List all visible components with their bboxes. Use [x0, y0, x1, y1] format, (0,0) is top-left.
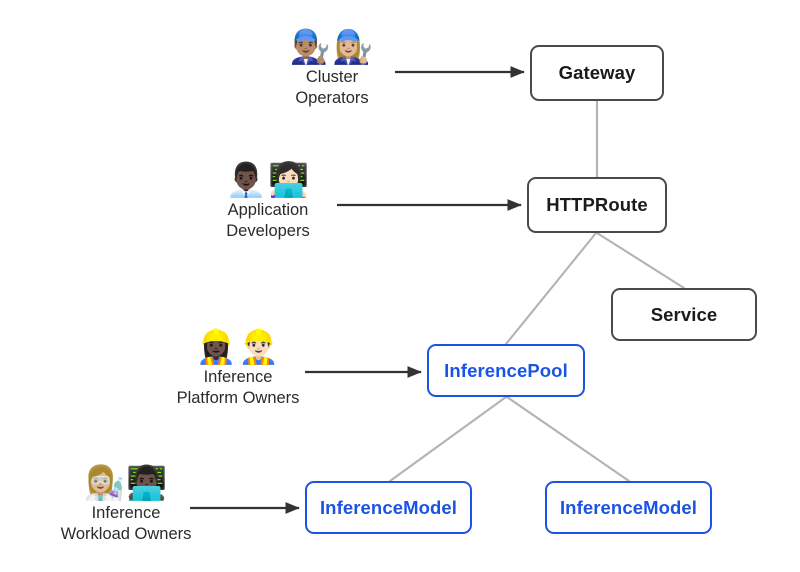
cluster-operators-emoji-pair: 👨🏽‍🔧👩🏼‍🔧 [289, 27, 375, 66]
persona-application-developers: 👨🏿‍💼👩🏻‍💻 Application Developers [158, 160, 378, 242]
inference-workload-owners-emoji-pair: 👩🏼‍🔬👨🏿‍💻 [83, 463, 169, 502]
edge-httproute-inferencepool [504, 231, 598, 346]
inference-platform-owners-emoji-pair: 👷🏿‍♀️👷🏻‍♂️ [195, 327, 281, 366]
node-inferencemodel-1[interactable]: InferenceModel [305, 481, 472, 534]
persona-cluster-operators: 👨🏽‍🔧👩🏼‍🔧 Cluster Operators [222, 27, 442, 109]
persona-inference-workload-owners: 👩🏼‍🔬👨🏿‍💻 Inference Workload Owners [16, 463, 236, 545]
node-gateway[interactable]: Gateway [530, 45, 664, 101]
persona-label-application-developers: Application Developers [226, 200, 310, 240]
edge-httproute-service [595, 231, 686, 290]
node-inferencemodel-2[interactable]: InferenceModel [545, 481, 712, 534]
edge-inferencepool-inferencemodel2 [505, 395, 631, 483]
application-developers-emoji-pair: 👨🏿‍💼👩🏻‍💻 [225, 160, 311, 199]
persona-label-inference-workload-owners: Inference Workload Owners [60, 503, 192, 543]
node-service[interactable]: Service [611, 288, 757, 341]
edge-inferencepool-inferencemodel1 [388, 395, 508, 483]
node-inferencepool[interactable]: InferencePool [427, 344, 585, 397]
persona-inference-platform-owners: 👷🏿‍♀️👷🏻‍♂️ Inference Platform Owners [128, 327, 348, 409]
node-httproute[interactable]: HTTPRoute [527, 177, 667, 233]
persona-label-cluster-operators: Cluster Operators [295, 67, 369, 107]
persona-label-inference-platform-owners: Inference Platform Owners [176, 367, 300, 407]
